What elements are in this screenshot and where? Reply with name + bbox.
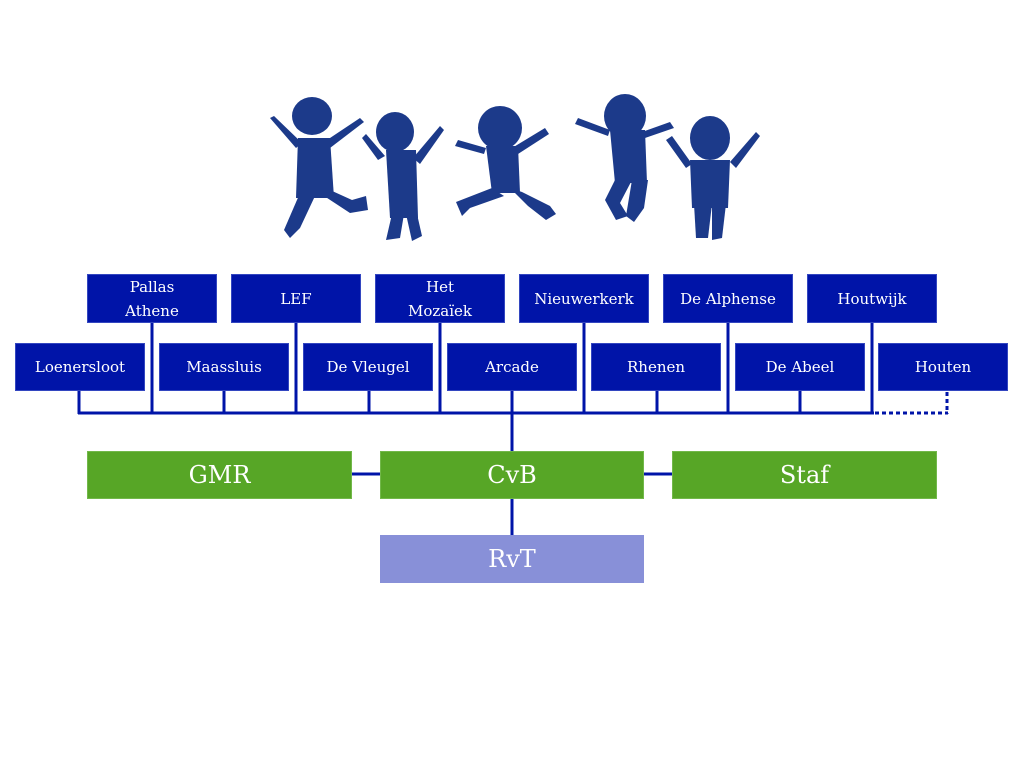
school-label: Nieuwerkerk xyxy=(534,289,634,308)
rvt-label: RvT xyxy=(488,545,536,573)
school-label: Houtwijk xyxy=(837,289,907,308)
school-label: LEF xyxy=(280,289,312,308)
school-label: Pallas xyxy=(129,277,175,296)
school-label: Maassluis xyxy=(186,358,262,376)
rvt-box: RvT xyxy=(380,535,644,583)
school-box-houten: Houten xyxy=(878,343,1008,391)
staf-box: Staf xyxy=(672,451,937,499)
cvb-label: CvB xyxy=(487,461,537,489)
jumping-children-illustration xyxy=(270,94,760,241)
school-box-pallas-athene: Pallas Athene xyxy=(87,274,217,323)
school-box-houtwijk: Houtwijk xyxy=(807,274,937,323)
school-box-nieuwerkerk: Nieuwerkerk xyxy=(519,274,649,323)
school-box-arcade: Arcade xyxy=(447,343,577,391)
school-box-de-vleugel: De Vleugel xyxy=(303,343,433,391)
child-silhouette-icon xyxy=(362,112,444,241)
school-box-het-mozaiek: Het Mozaïek xyxy=(375,274,505,323)
school-box-loenersloot: Loenersloot xyxy=(15,343,145,391)
child-silhouette-icon xyxy=(666,116,760,240)
gmr-label: GMR xyxy=(188,461,251,489)
school-label: De Abeel xyxy=(765,358,835,376)
school-box-lef: LEF xyxy=(231,274,361,323)
child-silhouette-icon xyxy=(575,94,674,222)
school-label: De Alphense xyxy=(680,289,776,308)
school-box-de-alphense: De Alphense xyxy=(663,274,793,323)
child-silhouette-icon xyxy=(455,106,556,220)
school-box-de-abeel: De Abeel xyxy=(735,343,865,391)
cvb-box: CvB xyxy=(380,451,644,499)
school-label: Arcade xyxy=(485,358,539,376)
school-label: Athene xyxy=(125,301,179,320)
gmr-box: GMR xyxy=(87,451,352,499)
school-label: Rhenen xyxy=(626,358,686,376)
school-box-rhenen: Rhenen xyxy=(591,343,721,391)
school-label: Mozaïek xyxy=(408,301,472,320)
child-silhouette-icon xyxy=(270,97,368,238)
staf-label: Staf xyxy=(779,461,830,489)
school-label: Loenersloot xyxy=(34,358,126,376)
school-label: Houten xyxy=(914,358,972,376)
school-label: Het xyxy=(426,277,454,296)
school-box-maassluis: Maassluis xyxy=(159,343,289,391)
school-label: De Vleugel xyxy=(326,358,410,376)
